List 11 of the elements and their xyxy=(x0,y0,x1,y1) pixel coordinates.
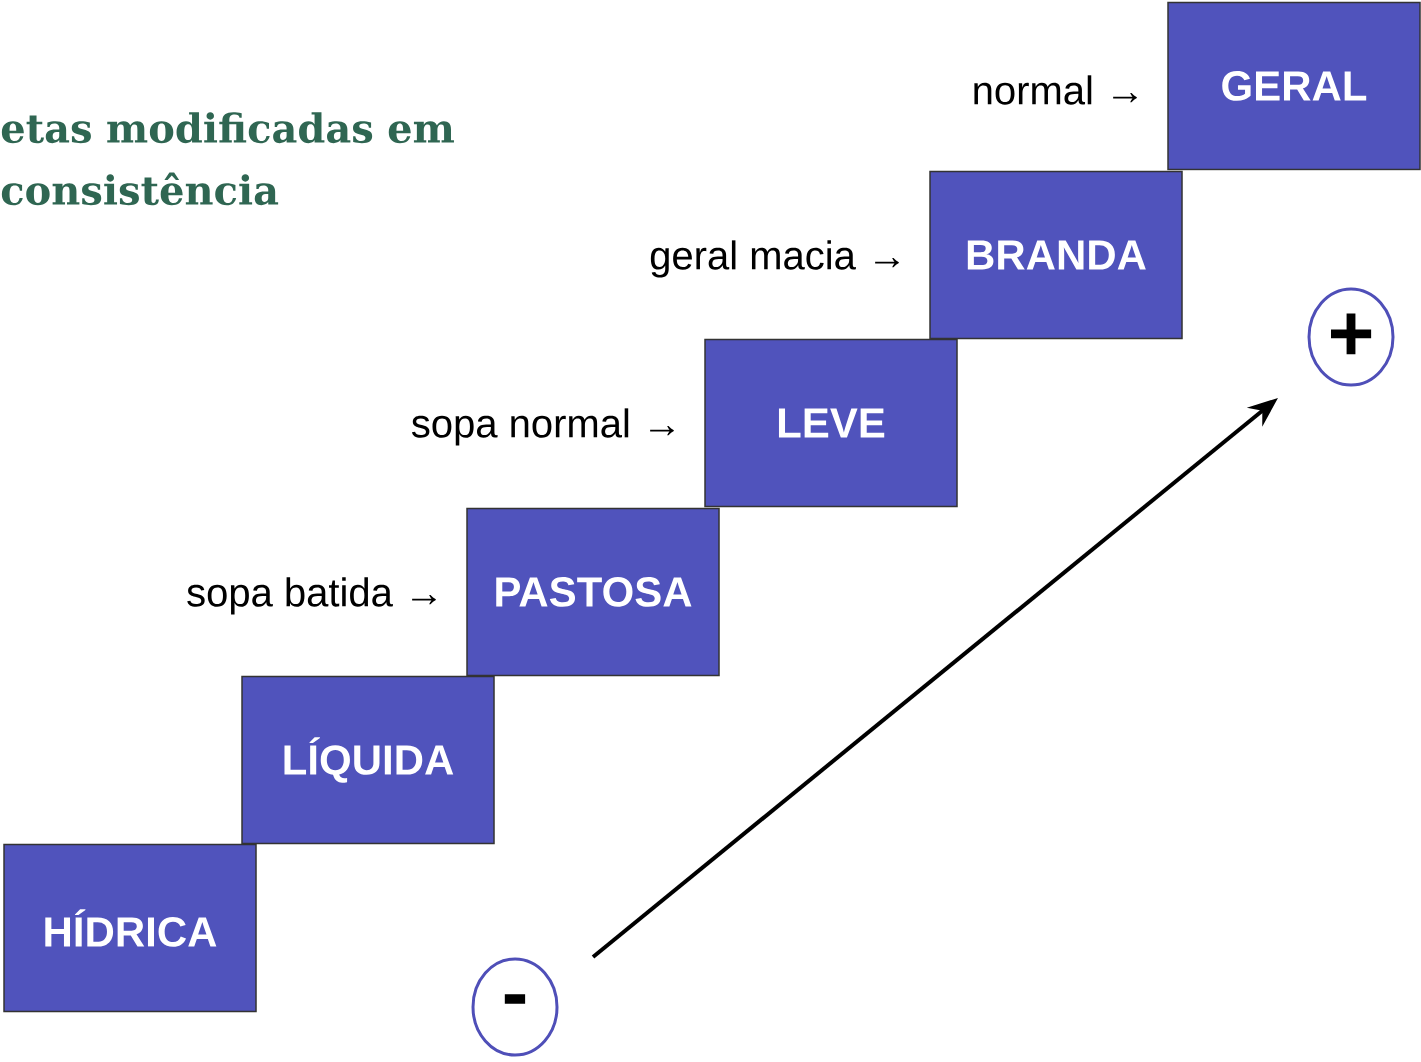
step-box: GERAL xyxy=(1167,1,1421,171)
step-box: BRANDA xyxy=(929,170,1183,340)
step-box: HÍDRICA xyxy=(3,843,257,1013)
step-label: geral macia → xyxy=(650,240,899,278)
title: etas modificadas em consistência xyxy=(1,112,454,206)
step-label: sopa normal → xyxy=(411,408,674,446)
step-label: sopa batida → xyxy=(187,577,436,615)
step-box: PASTOSA xyxy=(466,507,720,677)
step-box: LÍQUIDA xyxy=(241,675,495,845)
step-box: LEVE xyxy=(704,338,958,508)
step-label: normal → xyxy=(974,75,1137,105)
